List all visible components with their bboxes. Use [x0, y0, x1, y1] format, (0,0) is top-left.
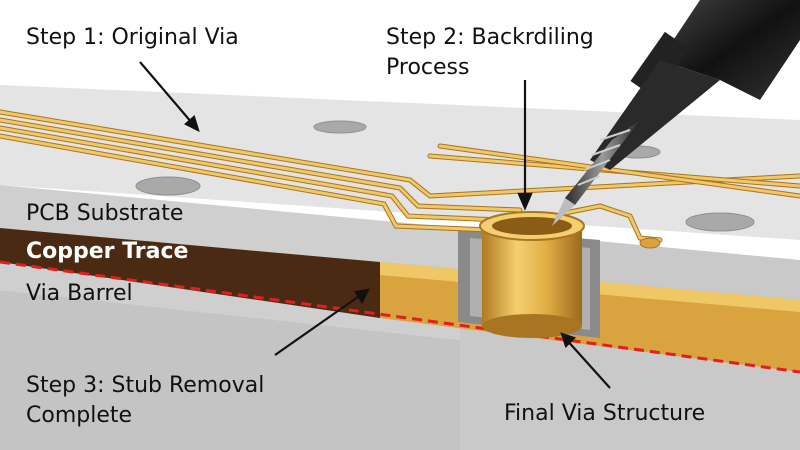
substrate-bottom — [0, 290, 460, 450]
label-step3-line1: Step 3: Stub Removal — [26, 373, 264, 398]
board-top-surface — [0, 85, 800, 240]
label-copper-trace: Copper Trace — [26, 239, 188, 264]
label-step1: Step 1: Original Via — [26, 25, 239, 50]
annotation-arrows — [139, 61, 611, 389]
copper-traces — [0, 109, 800, 243]
via-barrel — [479, 211, 585, 338]
cut-line — [0, 260, 800, 374]
top-hole — [135, 176, 201, 196]
label-step2-line1: Step 2: Backrdiling — [386, 25, 594, 50]
label-step3-line2: Complete — [26, 403, 132, 428]
drill-bit-icon — [552, 0, 800, 226]
label-step2-line2: Process — [386, 55, 469, 80]
top-hole — [313, 120, 367, 134]
label-final-via: Final Via Structure — [504, 401, 705, 426]
trace-pad — [639, 237, 661, 249]
label-pcb-substrate: PCB Substrate — [26, 201, 183, 226]
label-via-barrel: Via Barrel — [26, 281, 133, 306]
copper-layer — [0, 228, 380, 318]
top-hole — [685, 212, 755, 232]
